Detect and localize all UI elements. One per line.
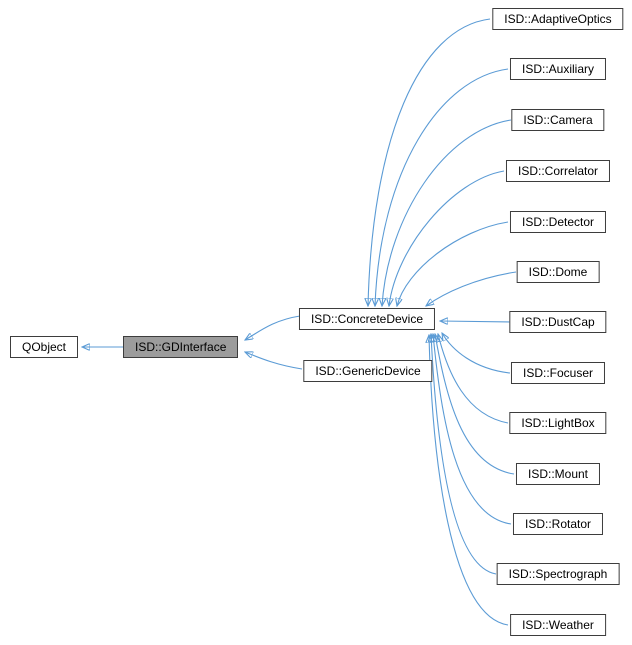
node-isd-genericdevice[interactable]: ISD::GenericDevice — [303, 360, 433, 382]
node-isd-rotator[interactable]: ISD::Rotator — [512, 513, 604, 535]
node-isd-dustcap[interactable]: ISD::DustCap — [509, 311, 607, 333]
edge-concretedevice-to-gdinterface — [245, 315, 301, 340]
edge-weather-to-concretedevice — [429, 335, 509, 626]
node-isd-detector[interactable]: ISD::Detector — [509, 211, 607, 233]
edge-lightbox-to-concretedevice — [438, 334, 509, 424]
node-isd-camera[interactable]: ISD::Camera — [511, 109, 605, 131]
edge-auxiliary-to-concretedevice — [375, 68, 509, 306]
node-isd-spectrograph[interactable]: ISD::Spectrograph — [496, 563, 620, 585]
node-isd-weather[interactable]: ISD::Weather — [510, 614, 606, 636]
edge-focuser-to-concretedevice — [442, 333, 511, 374]
node-isd-dome[interactable]: ISD::Dome — [516, 261, 600, 283]
edge-mount-to-concretedevice — [435, 334, 515, 475]
edge-genericdevice-to-gdinterface — [245, 352, 303, 370]
node-qobject[interactable]: QObject — [10, 336, 79, 358]
edge-dustcap-to-concretedevice — [440, 321, 511, 322]
node-isd-concretedevice[interactable]: ISD::ConcreteDevice — [298, 308, 436, 330]
edge-adaptiveoptics-to-concretedevice — [368, 18, 491, 306]
node-isd-mount[interactable]: ISD::Mount — [515, 463, 601, 485]
node-isd-focuser[interactable]: ISD::Focuser — [510, 362, 606, 384]
node-isd-adaptiveoptics[interactable]: ISD::AdaptiveOptics — [492, 8, 624, 30]
edge-detector-to-concretedevice — [397, 221, 509, 306]
edge-rotator-to-concretedevice — [433, 334, 512, 525]
node-isd-lightbox[interactable]: ISD::LightBox — [509, 412, 607, 434]
node-isd-auxiliary[interactable]: ISD::Auxiliary — [509, 58, 607, 80]
node-isd-gdinterface: ISD::GDInterface — [123, 336, 239, 358]
edge-spectrograph-to-concretedevice — [431, 334, 497, 575]
edge-correlator-to-concretedevice — [389, 170, 505, 306]
edge-camera-to-concretedevice — [382, 119, 512, 306]
node-isd-correlator[interactable]: ISD::Correlator — [505, 160, 611, 182]
edge-dome-to-concretedevice — [426, 271, 517, 306]
